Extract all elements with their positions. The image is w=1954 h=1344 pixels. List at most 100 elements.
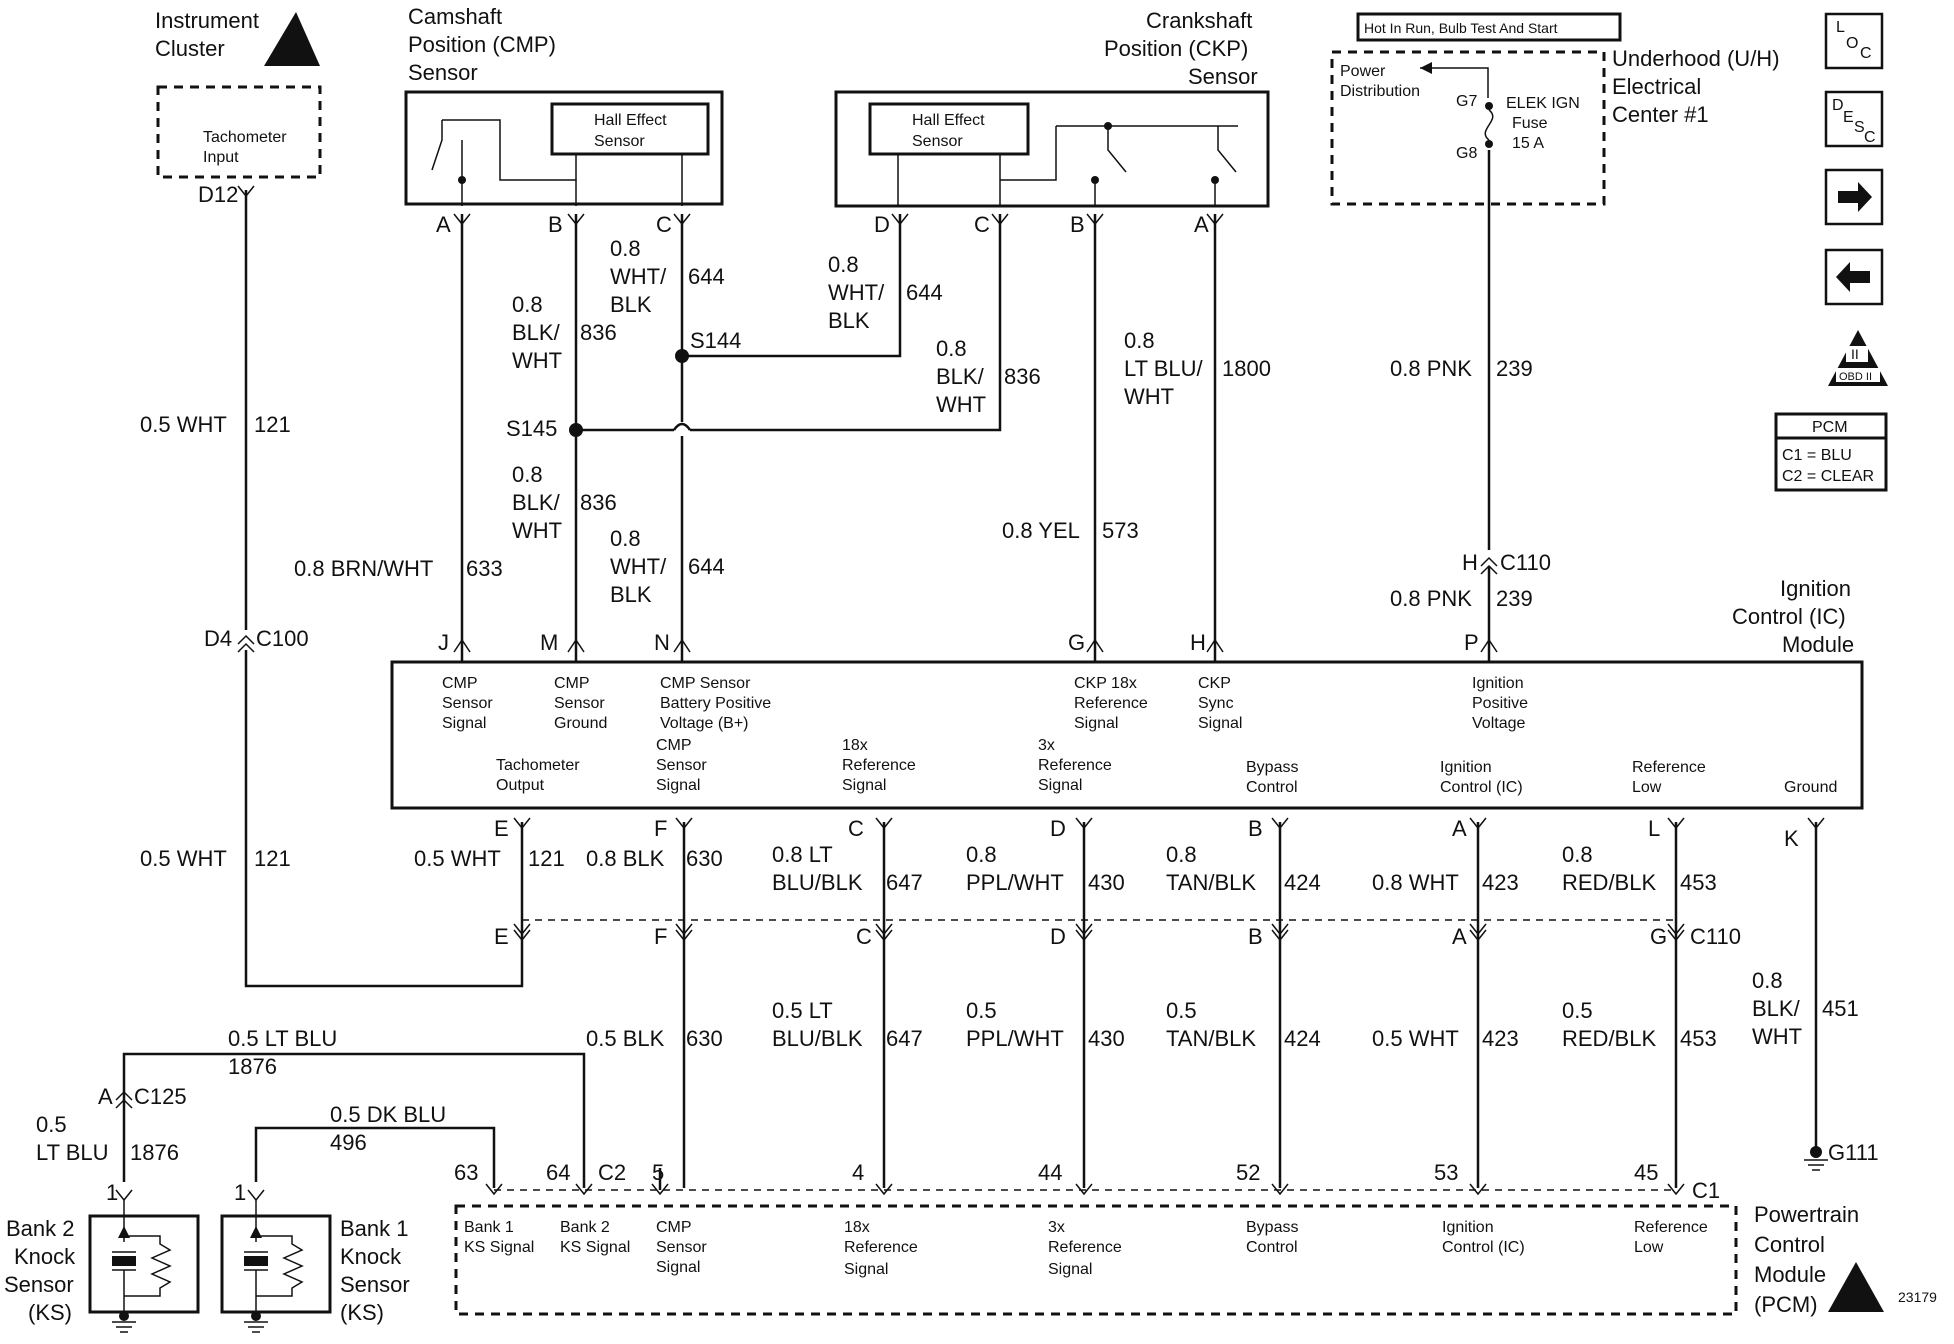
wire-644-ckp-1: 0.8 <box>828 252 859 277</box>
wire-453-u-2: RED/BLK <box>1562 870 1656 895</box>
hot-in-run-label: Hot In Run, Bulb Test And Start <box>1364 20 1558 36</box>
pcm-label-cmp-1: CMP <box>656 1219 692 1236</box>
ic-label-ref-low-1: Reference <box>1632 759 1706 776</box>
esd-warning-icon <box>264 12 320 66</box>
wire-1800-circuit: 1800 <box>1222 356 1271 381</box>
ic-label-ref3x-1: 3x <box>1038 737 1055 754</box>
wire-573-color: 0.8 YEL <box>1002 518 1080 543</box>
ckp-hall-effect-box <box>868 102 1030 156</box>
ic-label-2: Control (IC) <box>1732 604 1846 629</box>
fuse-term-g8: G8 <box>1456 145 1477 162</box>
uh-label-1: Underhood (U/H) <box>1612 46 1780 71</box>
pcm-label-ref3x-1: 3x <box>1048 1219 1065 1236</box>
fuse-label-3: 15 A <box>1512 135 1544 152</box>
ckp-sensor-box <box>834 90 1270 208</box>
cmp-pin-c: C <box>656 212 672 237</box>
wire-644-cmp-circuit: 644 <box>688 264 725 289</box>
ic-pin-l: L <box>1648 816 1660 841</box>
wire-121-mid-color: 0.5 WHT <box>140 846 227 871</box>
bank2-knock-sensor-box <box>88 1214 200 1314</box>
pcm-label-ref18x-2: Reference <box>844 1239 918 1256</box>
pcm-label-2: Control <box>1754 1232 1825 1257</box>
wire-423-l-circuit: 423 <box>1482 1026 1519 1051</box>
cmp-pin-a: A <box>436 212 451 237</box>
ic-pin-h: H <box>1190 630 1206 655</box>
pcm-label-ref3x-2: Reference <box>1048 1239 1122 1256</box>
ic-label-bypass-1: Bypass <box>1246 759 1298 776</box>
top-wiring: 0.5 WHT 121 D4 C100 0.5 WHT 121 A B C D … <box>140 150 1551 988</box>
pcm-label-cmp-2: Sensor <box>656 1239 707 1256</box>
loc-icon-c: C <box>1860 45 1872 62</box>
pcm-pin-52: 52 <box>1236 1160 1260 1185</box>
wire-451-circuit: 451 <box>1822 996 1859 1021</box>
loc-icon-o: O <box>1846 35 1858 52</box>
wire-1876-left-2: LT BLU <box>36 1140 109 1165</box>
bank1-label-1: Bank 1 <box>340 1216 409 1241</box>
connector-c1: C1 <box>1692 1178 1720 1203</box>
pcm-legend-title: PCM <box>1812 419 1848 436</box>
ic-pin-j: J <box>438 630 449 655</box>
wire-496-circuit: 496 <box>330 1130 367 1155</box>
wire-121-top-circuit: 121 <box>254 412 291 437</box>
ic-label-ckp18x-2: Reference <box>1074 695 1148 712</box>
wire-430-l-1: 0.5 <box>966 998 997 1023</box>
bank1-knock-sensor-box <box>220 1214 332 1314</box>
wire-430-l-2: PPL/WHT <box>966 1026 1064 1051</box>
ground-g111: G111 <box>1828 1140 1879 1165</box>
wire-1800-2: LT BLU/ <box>1124 356 1204 381</box>
pcm-label-bank1-1: Bank 1 <box>464 1219 514 1236</box>
pcm-label-bypass-2: Control <box>1246 1239 1298 1256</box>
connector-c125: C125 <box>134 1084 187 1109</box>
ic-label-ckp-sync-3: Signal <box>1198 715 1242 732</box>
ic-pin-k: K <box>1784 826 1799 851</box>
connector-d4: D4 <box>204 626 232 651</box>
desc-icon-d: D <box>1832 97 1844 114</box>
pcm-pin-63: 63 <box>454 1160 478 1185</box>
uh-label-2: Electrical <box>1612 74 1701 99</box>
wire-644-cmp-3: BLK <box>610 292 652 317</box>
wire-633-color: 0.8 BRN/WHT <box>294 556 433 581</box>
ckp-hall-label-1: Hall Effect <box>912 112 985 129</box>
fuse-label-1: ELEK IGN <box>1506 95 1580 112</box>
wire-573-circuit: 573 <box>1102 518 1139 543</box>
ic-label-ckp-sync-1: CKP <box>1198 675 1231 692</box>
bank1-ks-pin: 1 <box>234 1180 246 1205</box>
desc-icon-c: C <box>1864 129 1876 146</box>
wire-836-cmp-1: 0.8 <box>512 292 543 317</box>
wire-647-u-2: BLU/BLK <box>772 870 863 895</box>
ic-label-ref18x-2: Reference <box>842 757 916 774</box>
wire-424-u-2: TAN/BLK <box>1166 870 1256 895</box>
wire-424-l-2: TAN/BLK <box>1166 1026 1256 1051</box>
uh-label-3: Center #1 <box>1612 102 1709 127</box>
instrument-cluster-label-1: Instrument <box>155 8 259 33</box>
cmp-hall-label-2: Sensor <box>594 133 645 150</box>
wire-239-top-color: 0.8 PNK <box>1390 356 1472 381</box>
bank2-ks-pin: 1 <box>106 1180 118 1205</box>
ic-label-tach-out-1: Tachometer <box>496 757 580 774</box>
ic-pin-e: E <box>494 816 509 841</box>
wire-451-3: WHT <box>1752 1024 1802 1049</box>
wire-239-top-circuit: 239 <box>1496 356 1533 381</box>
ckp-pin-b: B <box>1070 212 1085 237</box>
pcm-label-bypass-1: Bypass <box>1246 1219 1298 1236</box>
wire-644-ckp-2: WHT/ <box>828 280 885 305</box>
ic-label-ref3x-2: Reference <box>1038 757 1112 774</box>
pcm-legend-box <box>1774 412 1888 492</box>
ic-label-ign-pos-3: Voltage <box>1472 715 1525 732</box>
ic-module: Ignition Control (IC) Module J M N G H P… <box>390 576 1864 851</box>
ic-label-1: Ignition <box>1780 576 1851 601</box>
pcm-label-ref-low-2: Low <box>1634 1239 1664 1256</box>
c110-pin-e: E <box>494 924 509 949</box>
ic-label-ref3x-3: Signal <box>1038 777 1082 794</box>
power-distribution-label-1: Power <box>1340 63 1386 80</box>
pcm-label-ign-ctl-2: Control (IC) <box>1442 1239 1525 1256</box>
ic-pin-a-bottom: A <box>1452 816 1467 841</box>
pcm-box <box>454 1204 1738 1316</box>
wire-644-low-3: BLK <box>610 582 652 607</box>
pcm-pin-45: 45 <box>1634 1160 1658 1185</box>
obd-ii-numeral: II <box>1851 346 1859 362</box>
wire-430-u-circuit: 430 <box>1088 870 1125 895</box>
connector-c2: C2 <box>598 1160 626 1185</box>
pcm-label-ref18x-3: Signal <box>844 1261 888 1278</box>
